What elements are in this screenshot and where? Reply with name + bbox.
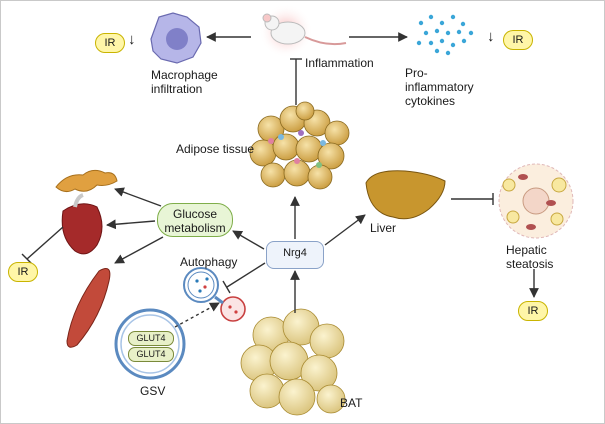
arrow-nrg4-to-glucose	[232, 230, 265, 250]
autophagy-label: Autophagy	[180, 255, 238, 269]
glucose-metabolism-label: Glucose metabolism	[164, 207, 226, 235]
gsv-label: GSV	[140, 384, 166, 398]
mouse-icon	[259, 4, 347, 58]
arrow-gsv-to-autophagy	[174, 302, 220, 328]
ir-badge-cytokines: IR	[503, 30, 533, 50]
arrows	[21, 32, 539, 328]
glucose-metabolism-box: Glucose metabolism	[157, 203, 233, 237]
muscle-icon	[66, 268, 111, 348]
macrophage-infiltration-label: Macrophage infiltration	[151, 68, 218, 96]
ir-badge-macrophage: IR	[95, 33, 125, 53]
adipose-tissue-icon	[249, 101, 350, 190]
glut4-pill: GLUT4	[128, 347, 174, 362]
pancreas-icon	[55, 169, 118, 193]
macrophage-icon	[150, 12, 202, 64]
glut4-pill: GLUT4	[128, 331, 174, 346]
inhibit-bar-autophagy	[222, 280, 231, 294]
bat-tissue-icon	[240, 308, 346, 416]
pro-inflammatory-cytokines-label: Pro- inflammatory cytokines	[405, 66, 474, 108]
ir-badge-heart: IR	[8, 262, 38, 282]
nrg4-box: Nrg4	[266, 241, 324, 269]
heart-icon	[61, 193, 103, 255]
liver-label: Liver	[370, 221, 397, 235]
liver-icon	[365, 170, 446, 220]
arrow-glucose-to-pancreas	[114, 187, 162, 207]
down-arrow-icon: ↓	[128, 31, 136, 48]
arrow-nrg4-to-liver	[324, 214, 366, 246]
arrow-glucose-to-heart	[106, 219, 156, 230]
nrg4-label: Nrg4	[283, 247, 307, 259]
arrow-glucose-to-muscle	[114, 236, 164, 264]
ir-badge-steatosis: IR	[518, 301, 548, 321]
inhibit-nrg4-to-autophagy	[226, 262, 266, 288]
hepatic-steatosis-label: Hepatic steatosis	[506, 243, 554, 271]
bat-label: BAT	[340, 396, 363, 410]
cytokines-icon	[416, 14, 474, 56]
inflammation-label: Inflammation	[305, 56, 374, 70]
autophagy-icon	[183, 267, 246, 322]
inhibit-heart-to-ir	[26, 226, 64, 260]
hepatocyte-icon	[498, 163, 574, 239]
adipose-tissue-label: Adipose tissue	[176, 142, 255, 156]
down-arrow-icon: ↓	[487, 28, 495, 45]
